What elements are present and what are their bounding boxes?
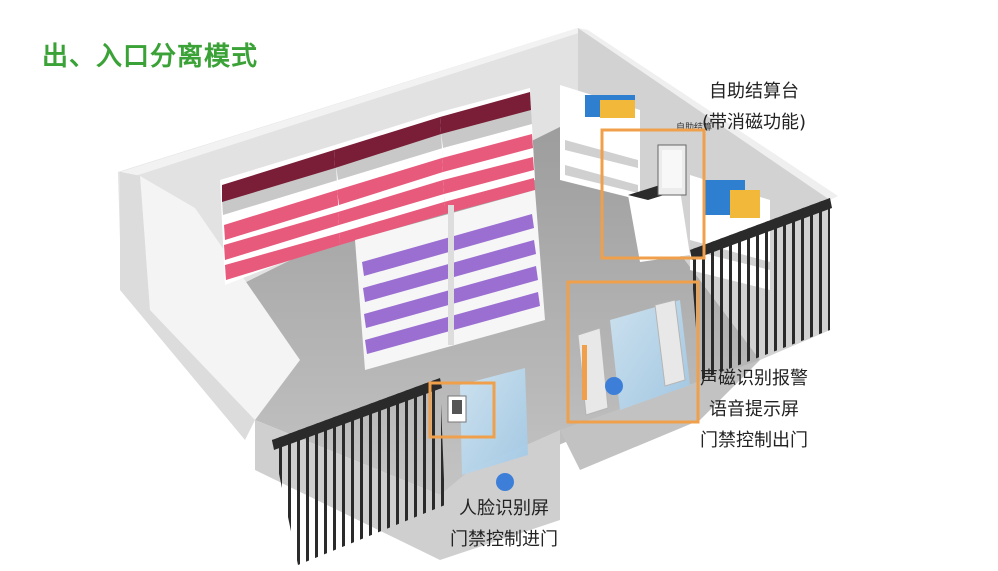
label-alarm-line-3: 门禁控制出门	[700, 430, 808, 451]
left-wall-block-side	[120, 172, 255, 440]
left-wall-block	[140, 176, 300, 420]
front-left-fence-frame	[272, 378, 442, 450]
page-title: 出、入口分离模式	[42, 42, 259, 72]
label-alarm-line-2: 语音提示屏	[709, 399, 799, 420]
back-wall-top	[120, 28, 588, 176]
wine-shelf-back-2	[334, 112, 445, 245]
wine-shelf-back-1	[220, 145, 340, 285]
label-face-recognition: 人脸识别屏 门禁控制进门	[450, 493, 558, 555]
right-fence-frame	[690, 198, 832, 260]
wine-shelf-back-3	[440, 88, 535, 214]
highlight-face-screen	[428, 381, 496, 439]
highlight-checkout	[600, 128, 706, 260]
label-checkout-line-1: 自助结算台	[709, 81, 800, 102]
right-wall-shelf	[560, 85, 640, 200]
exit-door	[577, 299, 690, 416]
right-wall-top	[578, 28, 838, 200]
front-right-wall	[560, 360, 760, 470]
label-face-line-2: 门禁控制进门	[450, 529, 558, 550]
island-shelf	[355, 190, 545, 370]
highlight-exit-gate	[566, 280, 700, 424]
label-face-line-1: 人脸识别屏	[459, 498, 549, 519]
label-checkout-line-2: (带消磁功能)	[702, 112, 807, 133]
label-self-checkout: 自助结算台 (带消磁功能)	[702, 76, 806, 138]
label-exit-alarm: 声磁识别报警 语音提示屏 门禁控制出门	[700, 363, 808, 456]
label-alarm-line-1: 声磁识别报警	[700, 368, 808, 389]
